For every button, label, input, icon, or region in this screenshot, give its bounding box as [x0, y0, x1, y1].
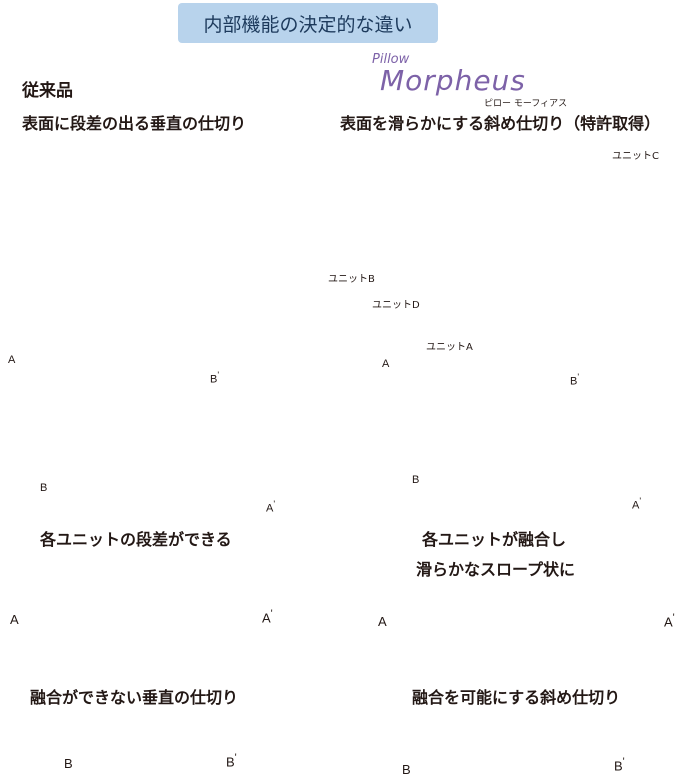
axis-b-left-3d: B: [40, 482, 48, 494]
left-heading: 従来品: [22, 81, 73, 101]
unit-b-label: ユニットB: [328, 274, 375, 285]
morpheus-section-aa: [399, 589, 657, 673]
axis-bprime-left-section: B': [226, 752, 237, 770]
axis-a-right-3d: A: [382, 358, 390, 370]
axis-aprime-right-section: A': [664, 612, 675, 630]
axis-bprime-right-3d: B': [570, 372, 580, 388]
conventional-assembled-view: [9, 359, 269, 501]
axis-b-right-3d: B: [412, 474, 420, 486]
morpheus-section-bb: [421, 705, 613, 780]
axis-aprime-right-3d: A': [632, 496, 642, 512]
page-title: 内部機能の決定的な違い: [178, 3, 438, 43]
axis-aprime-left-section: A': [262, 608, 273, 626]
brand-kana: ピロー モーフィアス: [484, 99, 568, 109]
unit-d-label: ユニットD: [372, 300, 420, 311]
axis-a-left-3d: A: [8, 354, 16, 366]
unit-c-label: ユニットC: [612, 151, 659, 162]
axis-b-left-section: B: [64, 756, 73, 771]
axis-bprime-left-3d: B': [210, 370, 220, 386]
right-caption-fuse-2: 滑らかなスロープ状に: [416, 560, 576, 579]
conventional-exploded-view: [4, 129, 269, 337]
conventional-section-bb: [87, 713, 239, 779]
right-subheading: 表面を滑らかにする斜め仕切り（特許取得）: [340, 114, 661, 133]
right-caption-diagonal: 融合を可能にする斜め仕切り: [412, 688, 621, 707]
morpheus-assembled-view: [385, 363, 641, 508]
axis-b-right-section: B: [402, 762, 411, 777]
left-caption-vertical: 融合ができない垂直の仕切り: [30, 688, 239, 707]
conventional-section-aa: [29, 559, 263, 677]
left-subheading: 表面に段差の出る垂直の仕切り: [22, 114, 247, 133]
axis-bprime-right-section: B': [614, 756, 625, 774]
unit-a-label: ユニットA: [426, 342, 473, 353]
left-caption-steps: 各ユニットの段差ができる: [40, 530, 232, 549]
axis-a-right-section: A: [378, 614, 387, 629]
axis-a-left-section: A: [10, 612, 19, 627]
right-caption-fuse-1: 各ユニットが融合し: [422, 530, 567, 549]
axis-aprime-left-3d: A': [266, 499, 276, 515]
brand-logo: Morpheus: [380, 64, 526, 97]
brand-small: Pillow: [372, 52, 410, 67]
